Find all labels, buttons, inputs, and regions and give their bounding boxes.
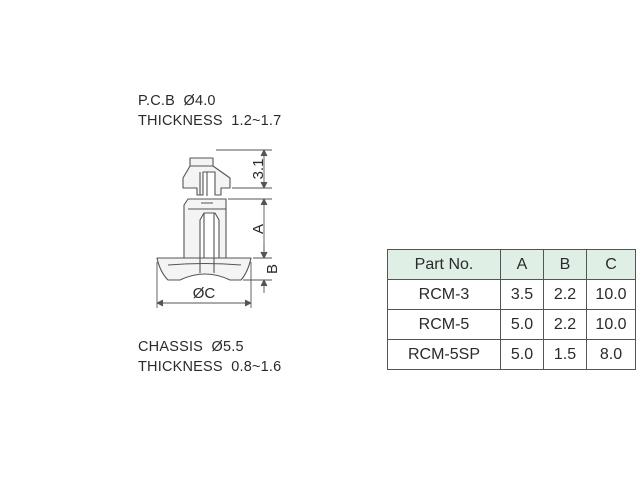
clip-flange [156,257,252,281]
top-snap-head [182,157,231,196]
cell-a: 3.5 [500,279,544,310]
cell-a: 5.0 [500,309,544,340]
dimension-b-label: B [264,264,281,274]
dimension-c-label: ØC [193,285,216,302]
dimension-c [156,262,252,308]
header-c: C [586,249,636,280]
support-clip-drawing: 3.1 A B ØC [156,149,281,308]
table-header-row: Part No. A B C [387,249,636,280]
cell-b: 1.5 [543,339,587,370]
cell-c: 10.0 [586,279,636,310]
pcb-thickness-label: THICKNESS 1.2~1.7 [138,113,282,129]
cell-c: 8.0 [586,339,636,370]
chassis-diameter-label: CHASSIS Ø5.5 [138,339,244,355]
part-spec-table: Part No. A B C RCM-3 3.5 2.2 10.0 RCM-5 … [387,249,636,370]
cell-part-no: RCM-5 [387,309,501,340]
pcb-diameter-label: P.C.B Ø4.0 [138,93,216,109]
pcb-note: P.C.B Ø4.0 THICKNESS 1.2~1.7 [138,91,281,131]
cell-b: 2.2 [543,279,587,310]
cell-part-no: RCM-5SP [387,339,501,370]
cell-a: 5.0 [500,339,544,370]
header-a: A [500,249,544,280]
cell-part-no: RCM-3 [387,279,501,310]
chassis-note: CHASSIS Ø5.5 THICKNESS 0.8~1.6 [138,337,281,377]
dimension-top [216,149,272,189]
cell-c: 10.0 [586,309,636,340]
dimension-a-label: A [250,224,267,234]
dimension-top-label: 3.1 [250,159,267,180]
table-row: RCM-5 5.0 2.2 10.0 [387,309,636,340]
header-part-no: Part No. [387,249,501,280]
chassis-thickness-label: THICKNESS 0.8~1.6 [138,359,282,375]
cell-b: 2.2 [543,309,587,340]
clip-body [183,198,227,259]
header-b: B [543,249,587,280]
dimension-b [243,245,272,293]
table-row: RCM-5SP 5.0 1.5 8.0 [387,339,636,370]
table-row: RCM-3 3.5 2.2 10.0 [387,279,636,310]
